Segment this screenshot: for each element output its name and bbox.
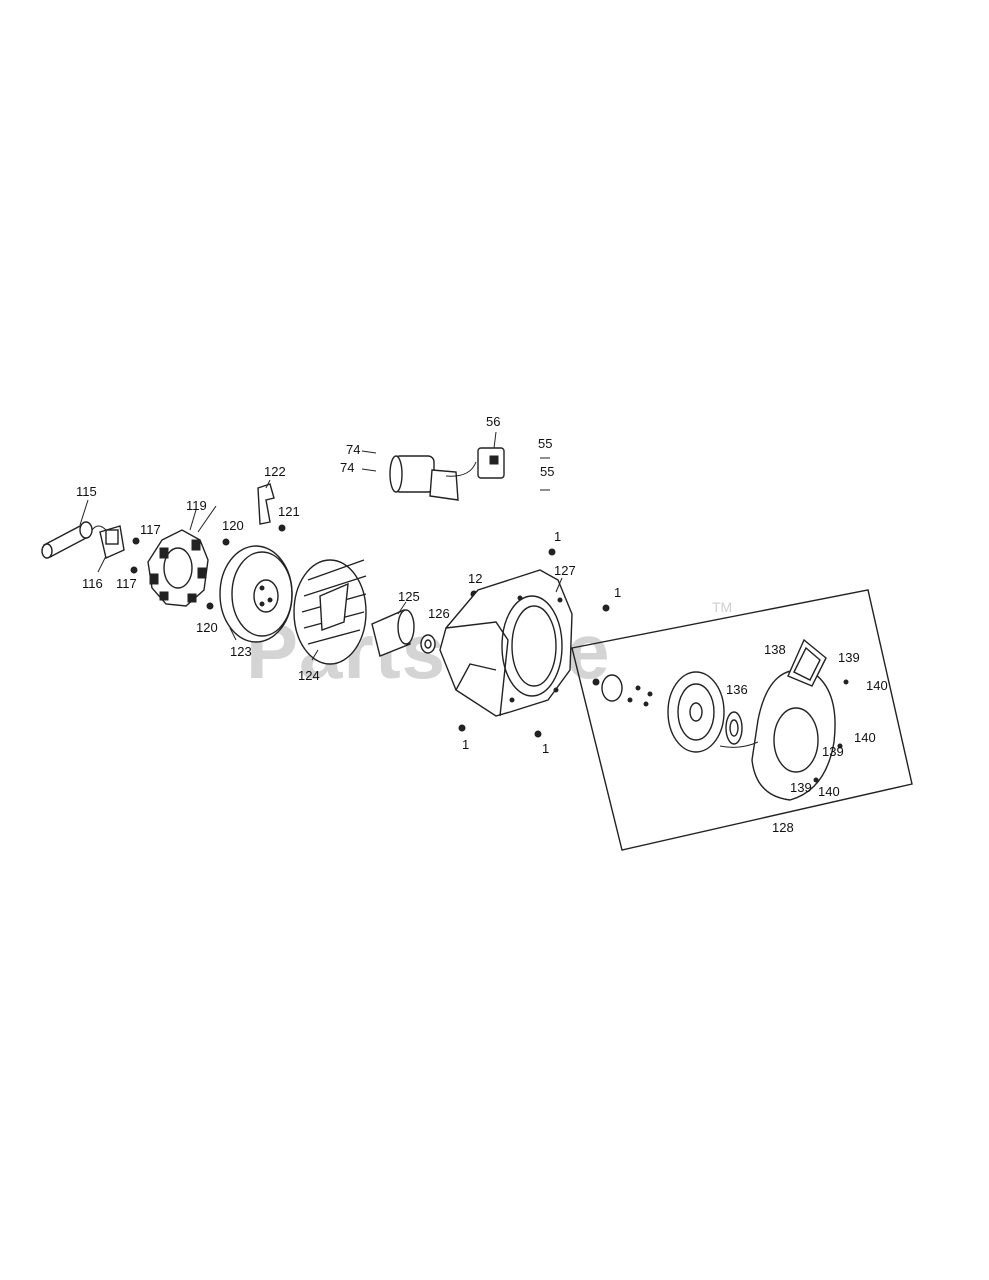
callout-1: 1 bbox=[554, 529, 561, 544]
callout-117: 117 bbox=[116, 576, 137, 591]
callout-1: 1 bbox=[542, 741, 549, 756]
callout-74: 74 bbox=[340, 460, 354, 475]
part-119-stator[interactable] bbox=[147, 505, 217, 607]
part-123-flywheel[interactable] bbox=[219, 545, 293, 643]
callout-117: 117 bbox=[140, 522, 161, 537]
callout-136: 136 bbox=[726, 682, 748, 697]
part-55-bolts[interactable] bbox=[540, 457, 550, 491]
part-1-screws[interactable] bbox=[458, 548, 610, 738]
part-122-bracket[interactable] bbox=[257, 479, 275, 525]
callout-139: 139 bbox=[822, 744, 844, 759]
callout-140: 140 bbox=[866, 678, 888, 693]
callout-119: 119 bbox=[186, 498, 207, 513]
callout-labels: 115 116 117 117 119 120 120 121 122 123 … bbox=[76, 414, 888, 835]
callout-55: 55 bbox=[540, 464, 554, 479]
callout-128: 128 bbox=[772, 820, 794, 835]
callout-139: 139 bbox=[790, 780, 812, 795]
callout-140: 140 bbox=[818, 784, 840, 799]
part-120-screws[interactable] bbox=[206, 538, 230, 610]
callout-124: 124 bbox=[298, 668, 320, 683]
callout-127: 127 bbox=[554, 563, 576, 578]
callout-116: 116 bbox=[82, 576, 103, 591]
callout-121: 121 bbox=[278, 504, 300, 519]
callout-125: 125 bbox=[398, 589, 420, 604]
callout-140: 140 bbox=[854, 730, 876, 745]
part-124-fan[interactable] bbox=[293, 559, 367, 665]
callout-1: 1 bbox=[614, 585, 621, 600]
callout-126: 126 bbox=[428, 606, 450, 621]
watermark-trademark: TM bbox=[712, 599, 732, 615]
callout-56: 56 bbox=[486, 414, 500, 429]
part-74-bolts[interactable] bbox=[361, 450, 377, 472]
part-117-screws[interactable] bbox=[130, 537, 140, 574]
part-56-solenoid[interactable] bbox=[477, 431, 505, 479]
callout-122: 122 bbox=[264, 464, 286, 479]
part-128-recoil-starter[interactable] bbox=[592, 638, 849, 801]
callout-115: 115 bbox=[76, 484, 97, 499]
part-121-screw[interactable] bbox=[278, 524, 286, 532]
part-126-nut[interactable] bbox=[420, 634, 436, 654]
callout-120: 120 bbox=[222, 518, 244, 533]
part-127-blower-housing[interactable] bbox=[439, 569, 573, 717]
callout-12: 12 bbox=[468, 571, 482, 586]
part-116-ignition-coil[interactable] bbox=[91, 525, 125, 573]
callout-55: 55 bbox=[538, 436, 552, 451]
starter-motor[interactable] bbox=[389, 455, 477, 501]
callout-120: 120 bbox=[196, 620, 218, 635]
part-125-cup[interactable] bbox=[371, 601, 415, 657]
callout-138: 138 bbox=[764, 642, 786, 657]
callout-139: 139 bbox=[838, 650, 860, 665]
callout-123: 123 bbox=[230, 644, 252, 659]
callout-74: 74 bbox=[346, 442, 360, 457]
recoil-starter-assembly-box bbox=[571, 589, 913, 851]
part-115-spark-plug-cap[interactable] bbox=[41, 499, 93, 559]
callout-1: 1 bbox=[462, 737, 469, 752]
